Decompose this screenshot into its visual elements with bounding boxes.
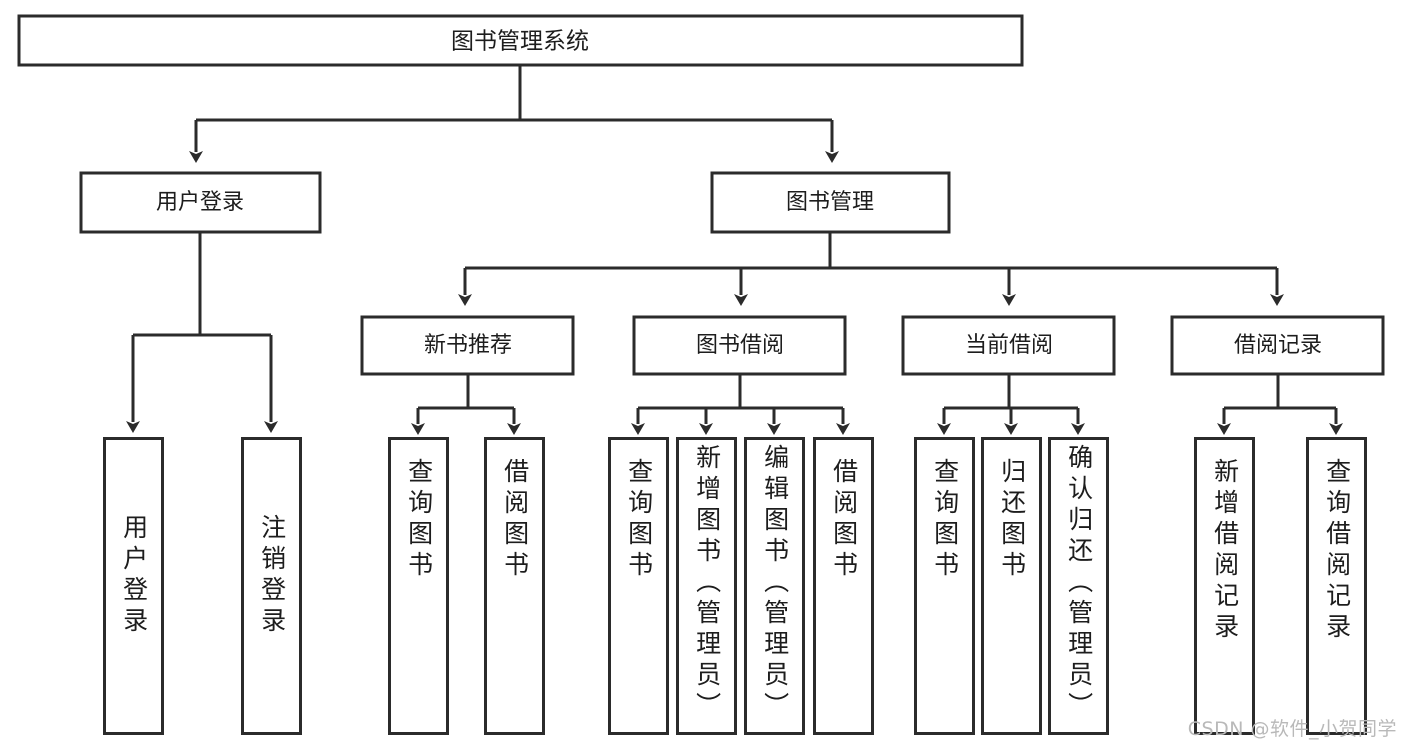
- csdn-watermark: CSDN @软件_小贺同学: [1187, 718, 1397, 740]
- leaf-query-book-borrow-label: 查询图书: [624, 458, 654, 582]
- leaf-add-book-admin[interactable]: 新增图书（管理员）: [676, 437, 737, 735]
- leaf-logout-label: 注销登录: [257, 514, 287, 638]
- connector-borrow-record-to-leaves: [1217, 374, 1343, 435]
- node-new-book-recommend[interactable]: 新书推荐: [360, 315, 575, 376]
- leaf-return-book[interactable]: 归还图书: [981, 437, 1042, 735]
- node-borrow-record[interactable]: 借阅记录: [1170, 315, 1385, 376]
- leaf-query-book-recommend-label: 查询图书: [404, 458, 434, 582]
- leaf-user-login[interactable]: 用户登录: [103, 437, 164, 735]
- leaf-add-borrow-record-label: 新增借阅记录: [1210, 458, 1240, 644]
- node-book-borrow-label: 图书借阅: [696, 333, 784, 358]
- node-book-management[interactable]: 图书管理: [710, 171, 951, 234]
- node-current-borrow[interactable]: 当前借阅: [901, 315, 1116, 376]
- leaf-borrow-book-recommend-label: 借阅图书: [500, 458, 530, 582]
- leaf-query-borrow-record[interactable]: 查询借阅记录: [1306, 437, 1367, 735]
- leaf-logout[interactable]: 注销登录: [241, 437, 302, 735]
- connector-current-borrow-to-leaves: [937, 374, 1085, 435]
- leaf-add-borrow-record[interactable]: 新增借阅记录: [1194, 437, 1255, 735]
- leaf-query-book-current-label: 查询图书: [930, 458, 960, 582]
- leaf-query-book-current[interactable]: 查询图书: [914, 437, 975, 735]
- connector-root-to-level2: [189, 65, 839, 163]
- node-user-login[interactable]: 用户登录: [79, 171, 322, 234]
- node-borrow-record-label: 借阅记录: [1234, 333, 1322, 358]
- leaf-confirm-return-admin[interactable]: 确认归还（管理员）: [1048, 437, 1109, 735]
- leaf-borrow-book-label: 借阅图书: [829, 458, 859, 582]
- leaf-edit-book-admin-label: 编辑图书（管理员）: [760, 444, 790, 723]
- connector-user-login-to-leaves: [126, 232, 278, 433]
- node-user-login-label: 用户登录: [156, 190, 244, 215]
- leaf-borrow-book-recommend[interactable]: 借阅图书: [484, 437, 545, 735]
- leaf-user-login-label: 用户登录: [119, 514, 149, 638]
- node-book-management-label: 图书管理: [786, 190, 874, 215]
- node-current-borrow-label: 当前借阅: [965, 333, 1053, 358]
- connector-new-book-recommend-to-leaves: [411, 374, 521, 435]
- connector-book-management-to-level3: [458, 232, 1284, 306]
- leaf-query-borrow-record-label: 查询借阅记录: [1322, 458, 1352, 644]
- node-root[interactable]: 图书管理系统: [17, 14, 1024, 67]
- leaf-query-book-recommend[interactable]: 查询图书: [388, 437, 449, 735]
- leaf-edit-book-admin[interactable]: 编辑图书（管理员）: [744, 437, 805, 735]
- connector-book-borrow-to-leaves: [631, 374, 850, 435]
- leaf-add-book-admin-label: 新增图书（管理员）: [692, 444, 722, 723]
- node-root-label: 图书管理系统: [451, 29, 589, 55]
- leaf-query-book-borrow[interactable]: 查询图书: [608, 437, 669, 735]
- leaf-confirm-return-admin-label: 确认归还（管理员）: [1064, 444, 1094, 723]
- leaf-borrow-book[interactable]: 借阅图书: [813, 437, 874, 735]
- node-new-book-recommend-label: 新书推荐: [424, 333, 512, 358]
- node-book-borrow[interactable]: 图书借阅: [632, 315, 847, 376]
- leaf-return-book-label: 归还图书: [997, 458, 1027, 582]
